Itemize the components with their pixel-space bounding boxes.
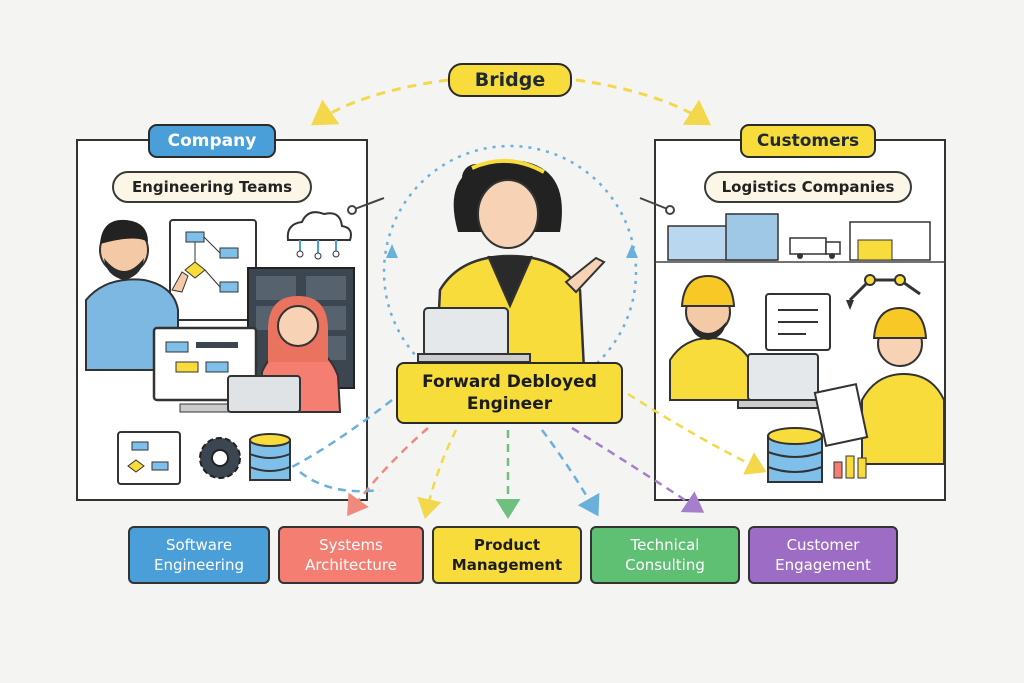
truck-icon [789, 237, 841, 259]
warehouse-icon [667, 213, 931, 261]
center-line-1: Forward Debloyed [422, 372, 597, 392]
skill-line-1: Systems [319, 536, 383, 554]
worker-man-avatar [669, 274, 751, 401]
engineer-woman-avatar [227, 296, 342, 413]
bridge-arrow-right [575, 78, 712, 126]
bridge-arrow-left [311, 78, 449, 126]
engineer-orbit [382, 144, 638, 400]
worker-woman-avatar [813, 306, 945, 465]
forward-engineer-label: Forward Debloyed Engineer [396, 362, 623, 424]
arrow-to-consulting [540, 429, 600, 517]
connector-right [639, 197, 675, 215]
database-icon [249, 433, 291, 481]
flowchart-icon [169, 219, 257, 321]
arrow-to-customers [627, 392, 767, 475]
skill-line-1: Customer [786, 536, 860, 554]
arrow-to-systems [417, 429, 458, 519]
arrow-to-engagement [571, 426, 705, 513]
skill-line-2: Engagement [775, 556, 871, 574]
orbit-arrow-right [626, 244, 638, 258]
laptop-icon [737, 353, 829, 409]
robot-arm-icon [846, 274, 921, 310]
company-subtitle: Engineering Teams [112, 171, 312, 203]
skill-line-2: Architecture [305, 556, 397, 574]
gear-icon [199, 437, 241, 479]
database-icon [767, 427, 823, 483]
company-title: Company [148, 124, 276, 158]
arrow-loop-company [299, 471, 381, 493]
arrow-to-company [285, 399, 393, 472]
customers-title: Customers [740, 124, 876, 158]
customers-subtitle: Logistics Companies [704, 171, 912, 203]
forward-engineer-avatar [417, 158, 606, 372]
arrow-to-software [347, 427, 429, 517]
skill-line-2: Consulting [625, 556, 705, 574]
skill-line-1: Product [473, 536, 541, 554]
orbit-arrow-left [386, 244, 398, 258]
connector-left [347, 197, 385, 215]
skill-line-2: Engineering [154, 556, 244, 574]
bar-chart-icon [833, 455, 867, 479]
bridge-label: Bridge [448, 63, 572, 97]
document-icon [765, 293, 831, 351]
center-line-2: Engineer [466, 394, 553, 414]
flowchart-card [117, 431, 181, 485]
cloud-icon [286, 211, 352, 260]
skill-line-1: Technical [630, 536, 700, 554]
skill-line-1: Software [165, 536, 233, 554]
skill-line-2: Management [451, 556, 563, 574]
